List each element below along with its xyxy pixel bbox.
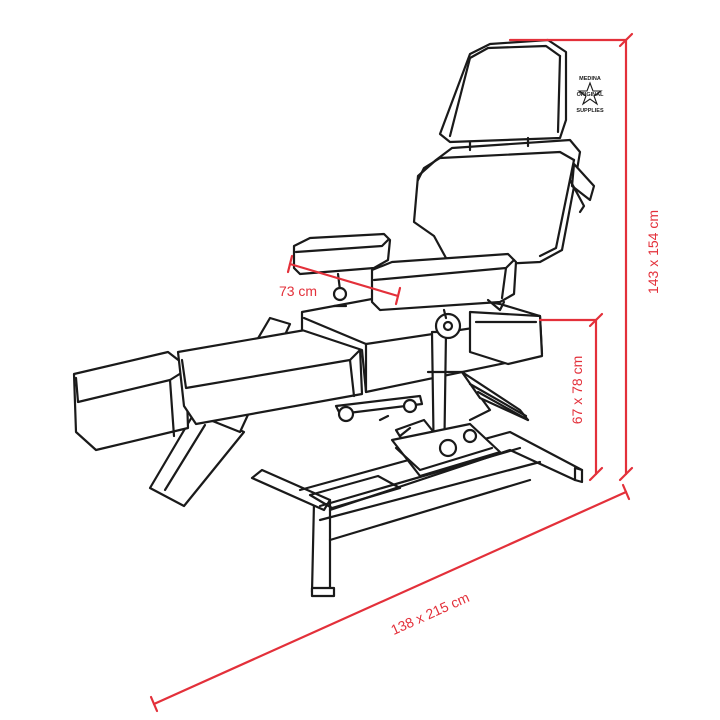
armrests (292, 232, 518, 320)
height-bottom-tick (618, 466, 634, 482)
star-icon (577, 81, 603, 106)
length-start-tick (149, 695, 159, 713)
logo-top-text: MEDINA (579, 76, 601, 82)
logo-middle-text: ORIGINAL (577, 92, 605, 98)
seat-height-label: 67 x 78 cm (569, 356, 585, 424)
dimension-lines (149, 32, 634, 713)
seat (300, 288, 544, 394)
armrest-start-tick (286, 254, 294, 274)
base-frame (250, 430, 584, 598)
logo-bottom-text: SUPPLIES (576, 108, 604, 114)
length-label: 138 x 215 cm (388, 589, 471, 638)
leg-rest (72, 316, 364, 508)
length-dimension-line (152, 490, 628, 706)
length-end-tick (621, 483, 631, 501)
seat-height-top-tick (588, 312, 604, 328)
height-top-tick (618, 32, 634, 48)
central-column (334, 312, 530, 478)
backrest (412, 38, 596, 268)
brand-logo: MEDINA ORIGINAL SUPPLIES (568, 72, 612, 116)
armrest-dimension-line (288, 262, 400, 298)
height-label: 143 x 154 cm (645, 210, 661, 294)
armrest-label: 73 cm (279, 283, 317, 299)
seat-height-bottom-tick (588, 466, 604, 482)
armrest-end-tick (394, 286, 402, 306)
